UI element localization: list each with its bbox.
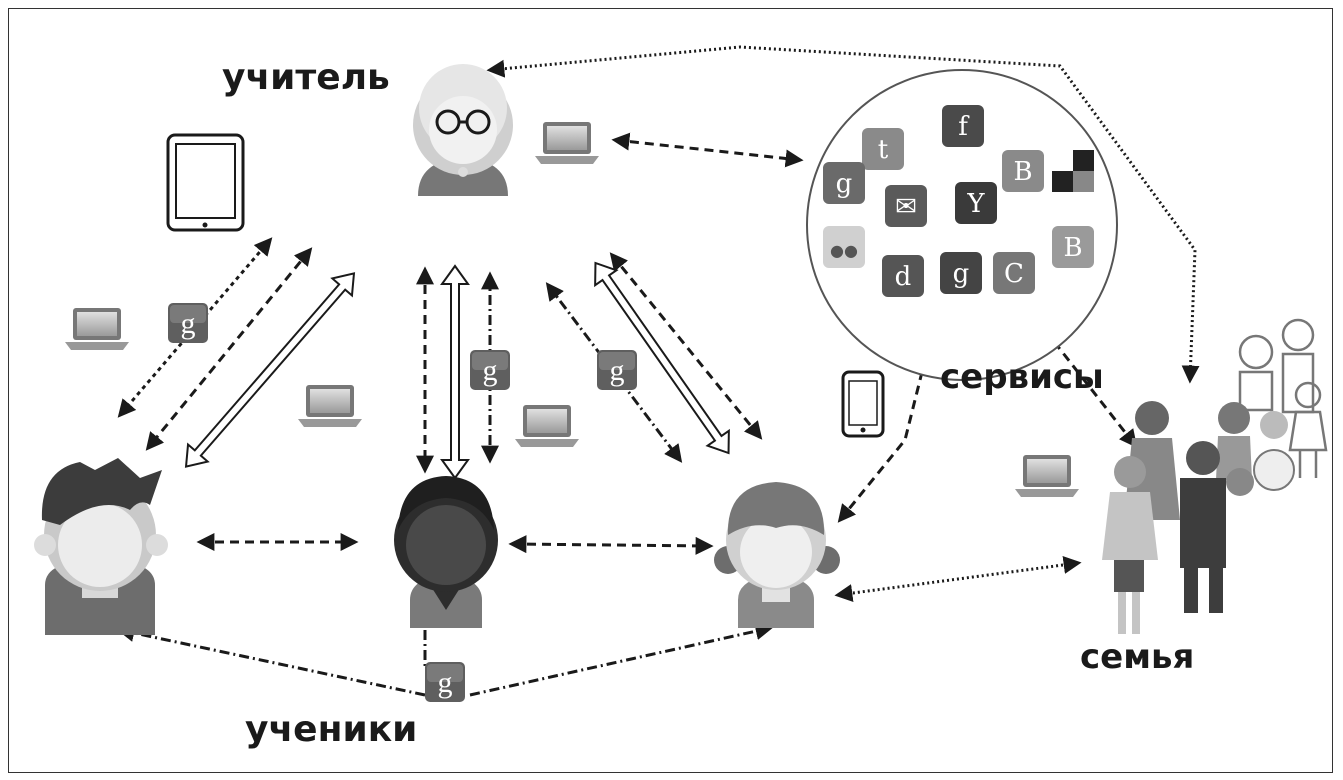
svg-text:Y: Y	[966, 189, 985, 219]
family-group	[1102, 318, 1328, 634]
student-boy-avatar	[34, 458, 168, 635]
connector-teacher-boy-dashed	[145, 247, 313, 451]
connector-services-family	[1042, 327, 1138, 448]
copyright-icon: C	[993, 252, 1035, 294]
connector-teacher-family	[486, 45, 1200, 384]
blogger-icon: B	[1002, 150, 1044, 192]
google-icon	[168, 303, 208, 343]
google-icon	[425, 662, 465, 702]
students-label: ученики	[245, 709, 418, 750]
svg-text:B: B	[1013, 157, 1032, 187]
family-label: семья	[1080, 637, 1195, 677]
google-icon	[470, 350, 510, 390]
hollow-arrow-teacher-girl	[594, 261, 730, 455]
laptop-icon	[515, 405, 579, 447]
gmail-icon: ✉	[885, 185, 927, 227]
teacher-avatar	[413, 64, 513, 196]
google-icon	[597, 350, 637, 390]
hollow-arrow-teacher-boy	[184, 272, 356, 468]
delicious-icon	[1052, 150, 1094, 192]
laptop-icon	[65, 308, 129, 350]
svg-text:g: g	[953, 259, 970, 289]
connector-google-girl	[469, 622, 774, 697]
student-mid-avatar	[394, 476, 498, 628]
connector-laptop-services	[611, 132, 804, 168]
yahoo-icon: Y	[955, 182, 997, 224]
svg-text:d: d	[895, 262, 912, 292]
connector-google-boy	[116, 624, 426, 697]
teacher-label: учитель	[222, 57, 390, 98]
twitter-icon: t	[862, 128, 904, 170]
svg-text:C: C	[1004, 259, 1024, 289]
laptop-icon	[535, 122, 599, 164]
connector-girl-family	[834, 555, 1082, 603]
google-icon: g	[823, 162, 865, 204]
svg-text:f: f	[958, 112, 970, 142]
student-girl-avatar	[714, 482, 840, 628]
digg-icon: d	[882, 255, 924, 297]
svg-text:●●: ●●	[830, 241, 858, 260]
svg-text:g: g	[836, 169, 853, 199]
tablet-icon	[166, 133, 245, 232]
blogger-icon-2: B	[1052, 226, 1094, 268]
facebook-icon: f	[942, 105, 984, 147]
hollow-arrow-teacher-mid	[440, 264, 470, 480]
connector-mid-girl	[508, 535, 714, 555]
services-label: сервисы	[940, 357, 1104, 397]
laptop-icon	[298, 385, 362, 427]
hollow-arrows	[184, 261, 730, 480]
flickr-icon: ●●	[823, 226, 865, 268]
svg-text:t: t	[878, 135, 889, 165]
smartphone-icon	[841, 370, 885, 438]
svg-text:✉: ✉	[895, 192, 917, 222]
laptop-icon	[1015, 455, 1079, 497]
google-icon-2: g	[940, 252, 982, 294]
connector-teacher-girl-dashed	[609, 252, 763, 440]
diagram-frame	[8, 8, 1333, 773]
svg-text:B: B	[1063, 233, 1082, 263]
